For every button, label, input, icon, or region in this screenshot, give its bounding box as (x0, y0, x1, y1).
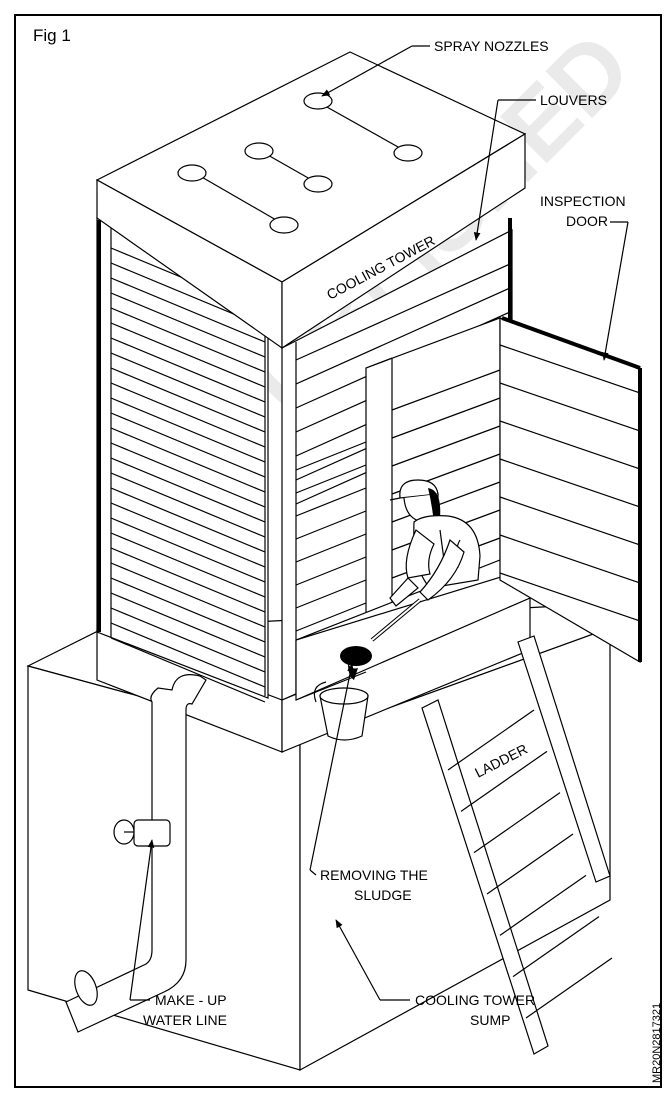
louvers-label: LOUVERS (540, 92, 607, 108)
spray-nozzle (270, 217, 298, 233)
make-up-label-line1: MAKE - UP (155, 992, 227, 1008)
spray-nozzles-label: SPRAY NOZZLES (434, 38, 549, 54)
spray-nozzle (394, 145, 422, 161)
ladder-rung (526, 958, 612, 1018)
inspection-door-label-line1: INSPECTION (540, 193, 626, 209)
inspection-door-label-line2: DOOR (566, 213, 608, 229)
spray-nozzle (245, 143, 273, 159)
figure-code: MR20N2817321 (651, 1003, 663, 1083)
sump-label-line2: SUMP (470, 1012, 510, 1028)
figure-label: Fig 1 (33, 26, 71, 45)
spray-nozzle (304, 93, 332, 109)
sump-label-line1: COOLING TOWER (415, 992, 535, 1008)
removing-sludge-label-line1: REMOVING THE (320, 867, 428, 883)
make-up-label-line2: WATER LINE (143, 1012, 227, 1028)
spray-nozzle (304, 176, 332, 192)
removing-sludge-label-line2: SLUDGE (354, 887, 412, 903)
spray-nozzle (178, 165, 206, 181)
